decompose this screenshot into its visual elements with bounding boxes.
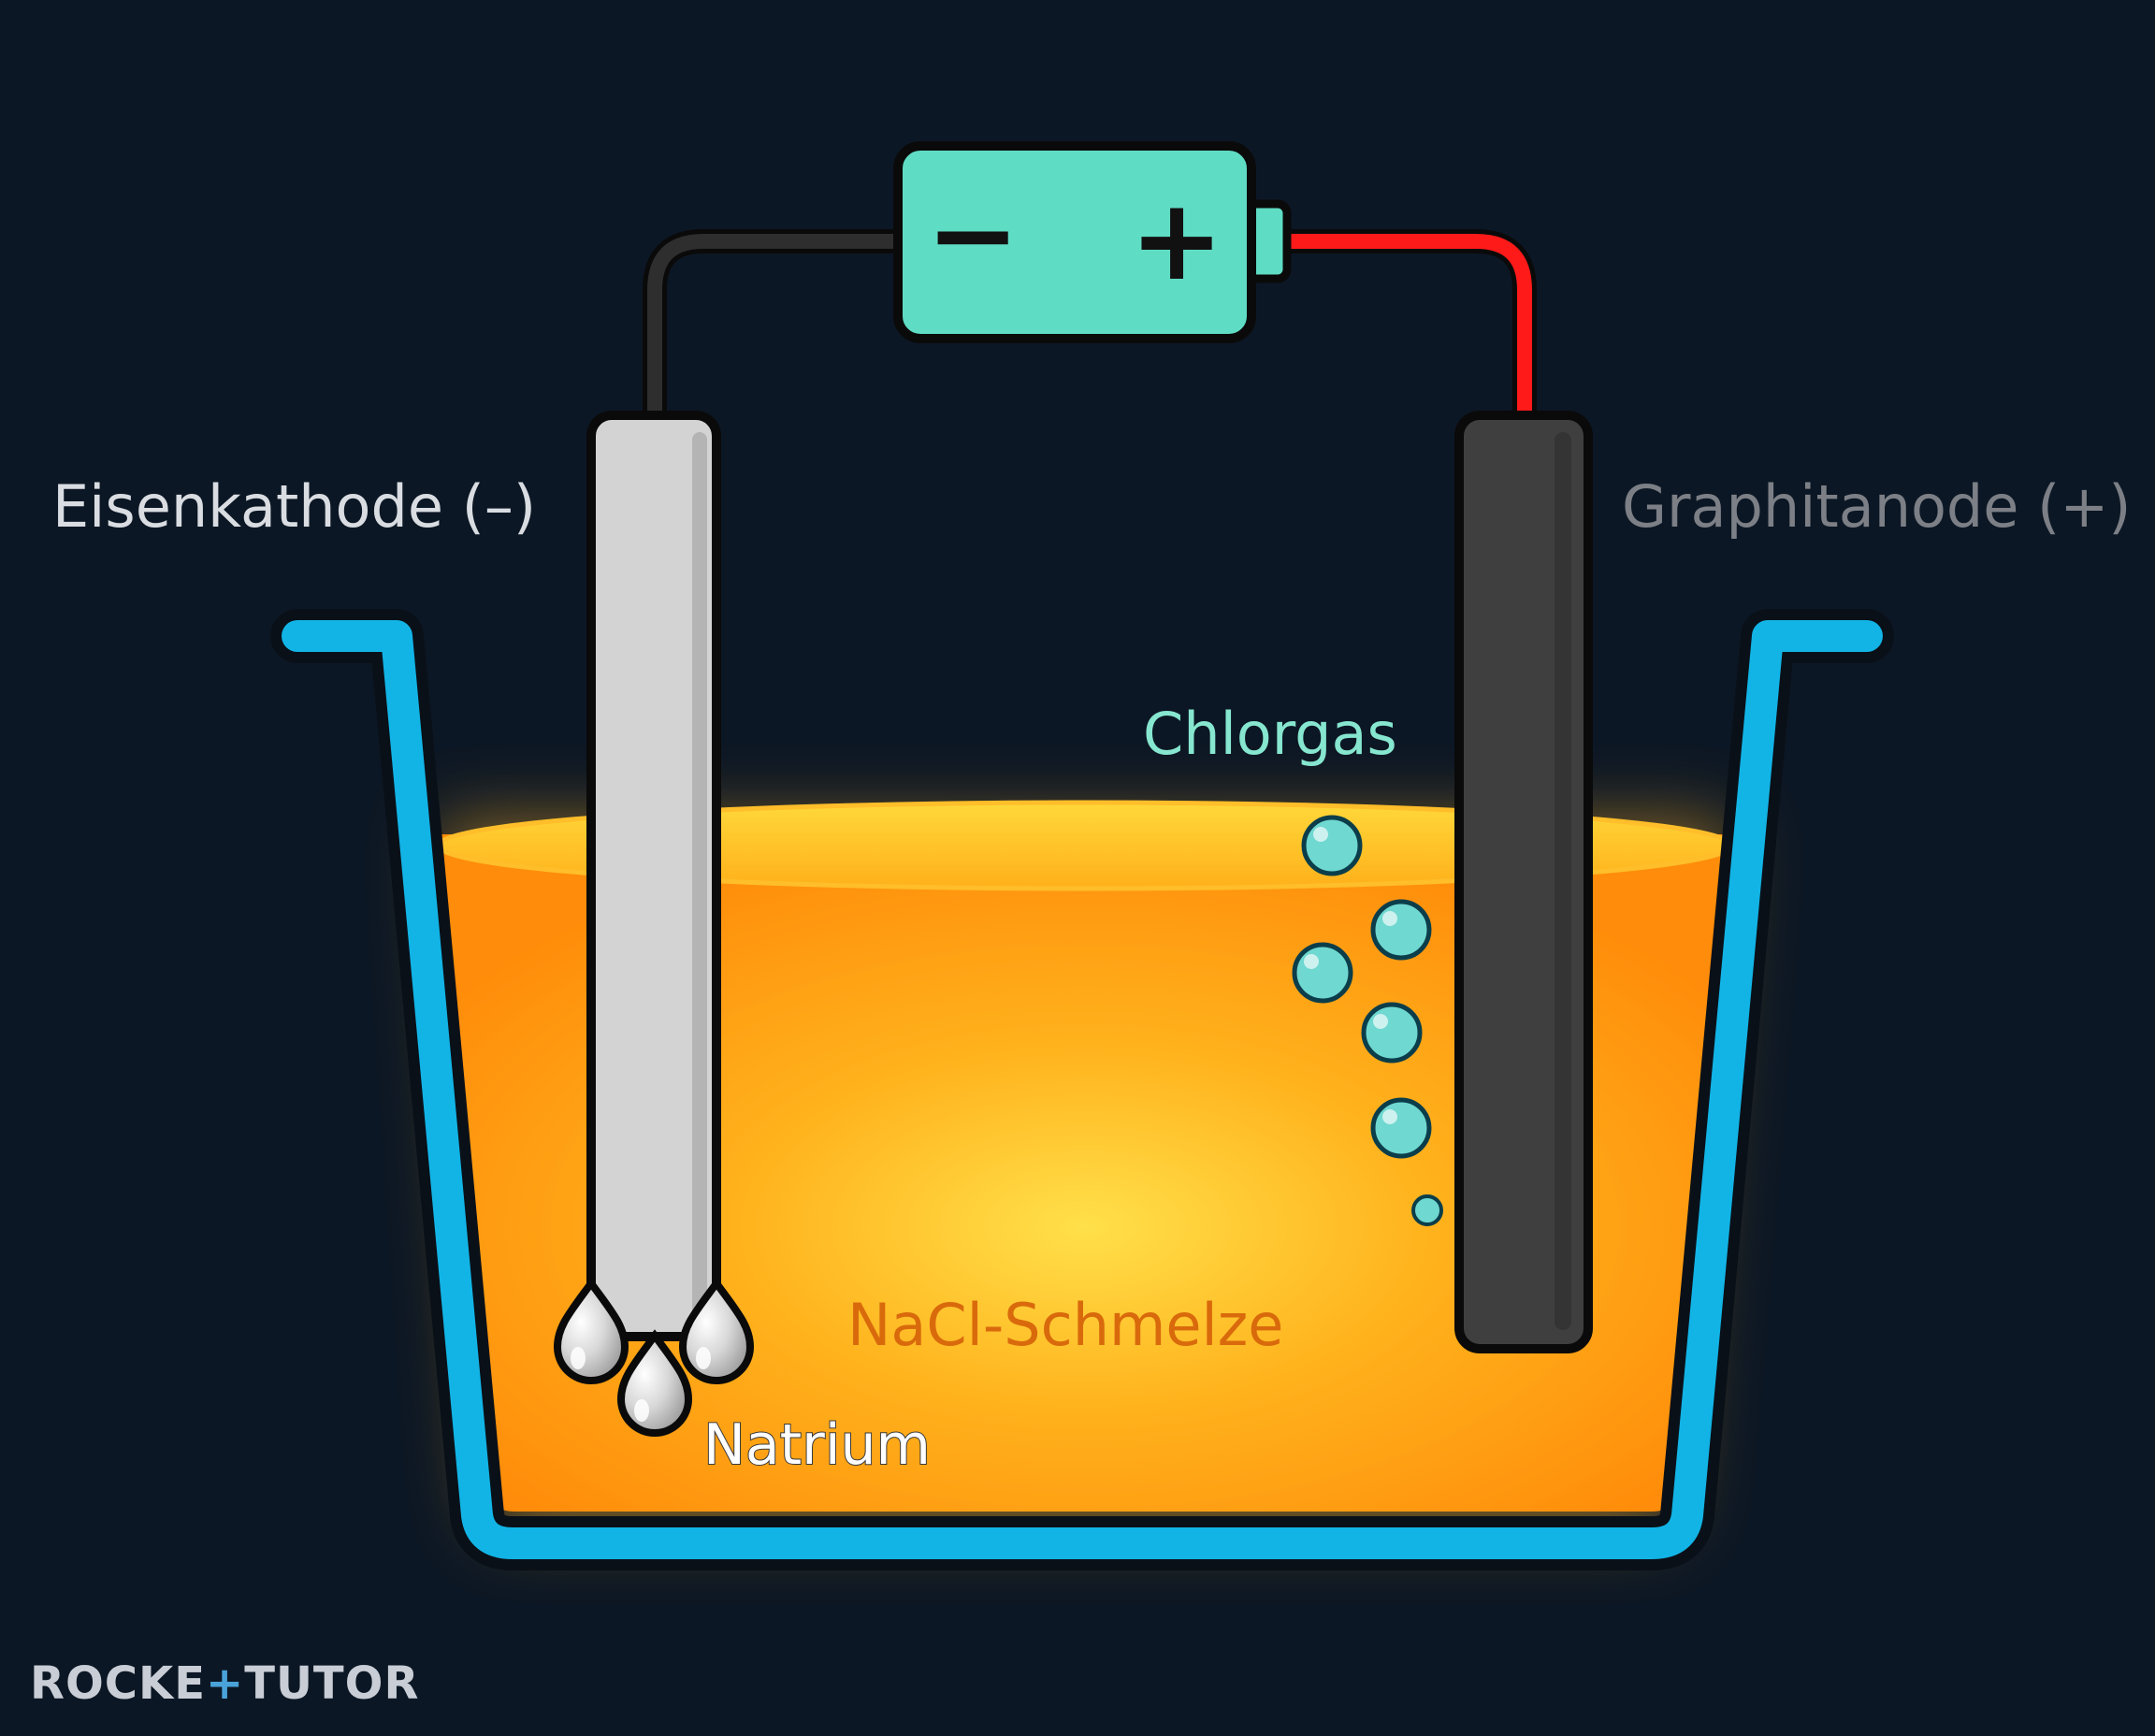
battery-minus-sign: − <box>926 170 1020 300</box>
anode-label: Graphitanode (+) <box>1622 472 2132 541</box>
nacl-melt <box>440 834 1730 1512</box>
chlorine-bubbles <box>1292 815 1443 1226</box>
cathode-label: Eisenkathode (–) <box>52 472 537 541</box>
bubble <box>1411 1194 1443 1226</box>
brand-logo-mark: + <box>205 1657 245 1710</box>
negative-wire <box>643 229 907 415</box>
chlorine-gas-label: Chlorgas <box>1143 700 1397 768</box>
battery: − + <box>893 141 1292 343</box>
sodium-label: Natrium <box>702 1411 932 1479</box>
bubble <box>1292 942 1353 1004</box>
bubble <box>1370 899 1432 961</box>
bubble <box>1301 815 1363 876</box>
positive-wire <box>1281 229 1537 415</box>
battery-plus-sign: + <box>1130 176 1224 306</box>
sodium-droplets <box>553 1277 755 1437</box>
brand-logo: ROCKE+TUTOR <box>30 1657 419 1710</box>
positive-wire-core <box>1281 234 1532 415</box>
graphite-anode <box>1454 411 1593 1353</box>
bubble <box>1361 1002 1423 1063</box>
melt-label: NaCl-Schmelze <box>847 1291 1284 1359</box>
vessel-wall <box>282 620 1883 1559</box>
brand-logo-left: ROCKE <box>30 1657 206 1710</box>
iron-cathode <box>586 411 721 1341</box>
bubble <box>1370 1097 1432 1159</box>
brand-logo-right: TUTOR <box>244 1657 420 1710</box>
negative-wire-core <box>647 234 907 415</box>
